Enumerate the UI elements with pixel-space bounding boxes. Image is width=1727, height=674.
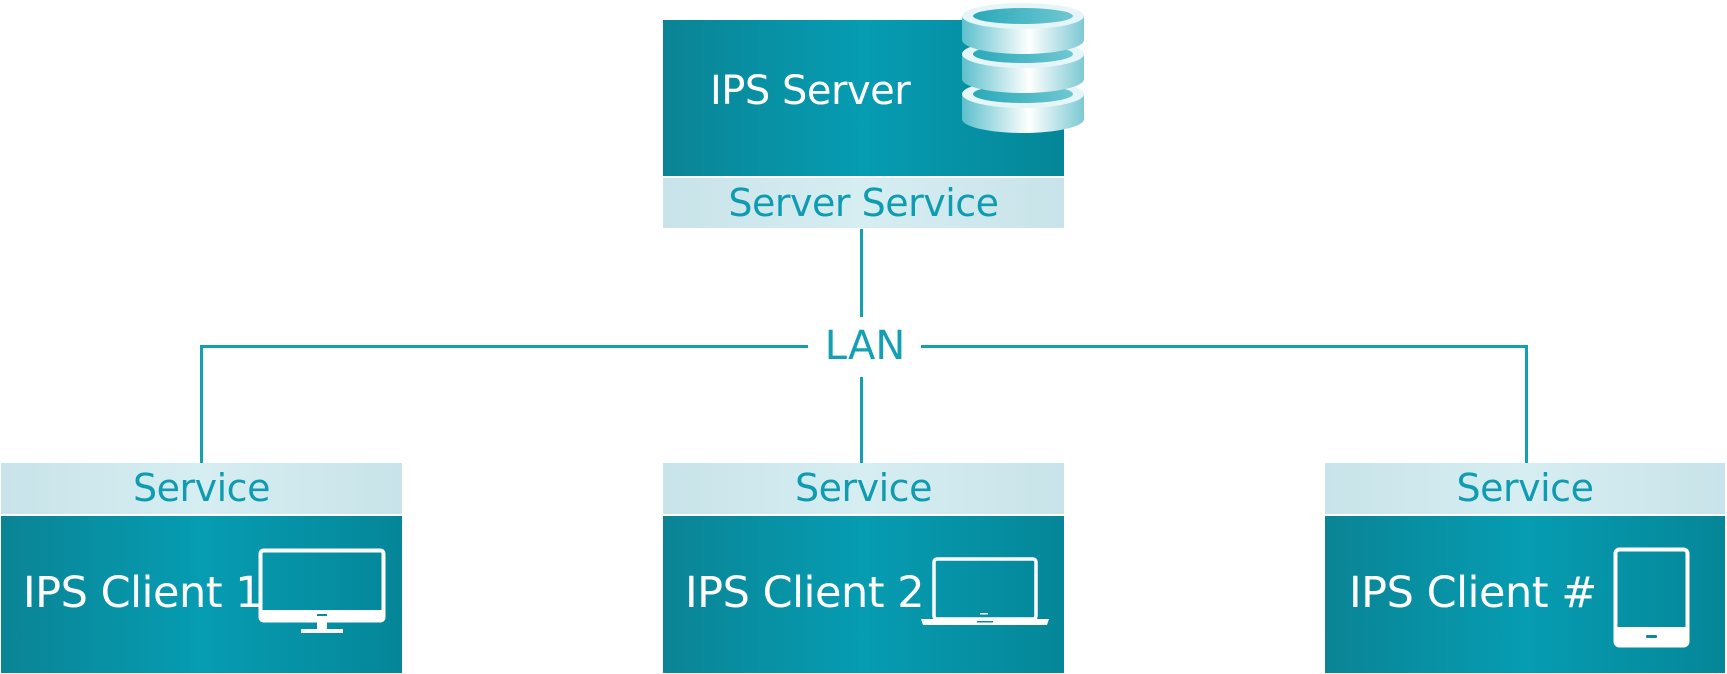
- client-3-title: IPS Client #: [1349, 568, 1597, 618]
- lan-to-client-2-line: [860, 377, 863, 463]
- client-node-1[interactable]: Service IPS Client 1: [1, 463, 402, 673]
- client-node-2[interactable]: Service IPS Client 2: [663, 463, 1064, 673]
- laptop-icon: [921, 557, 1049, 625]
- client-3-service-band: Service: [1325, 463, 1725, 514]
- client-1-box: IPS Client 1: [1, 516, 402, 673]
- lan-to-client-1-line: [200, 345, 203, 463]
- client-2-service-band: Service: [663, 463, 1064, 514]
- lan-to-client-3-line: [1525, 345, 1528, 463]
- server-title: IPS Server: [710, 68, 911, 114]
- database-disk-top: [962, 3, 1084, 54]
- monitor-icon: [258, 548, 386, 633]
- server-service-band: Server Service: [663, 178, 1064, 228]
- client-1-service-band: Service: [1, 463, 402, 514]
- server-to-lan-line: [860, 229, 863, 317]
- lan-horizontal-line-left: [200, 345, 808, 348]
- client-1-title: IPS Client 1: [23, 568, 263, 618]
- client-2-title: IPS Client 2: [685, 568, 925, 618]
- database-icon: [962, 3, 1084, 133]
- tablet-icon: [1613, 547, 1690, 648]
- client-2-box: IPS Client 2: [663, 516, 1064, 673]
- lan-horizontal-line-right: [921, 345, 1528, 348]
- lan-label: LAN: [812, 326, 918, 366]
